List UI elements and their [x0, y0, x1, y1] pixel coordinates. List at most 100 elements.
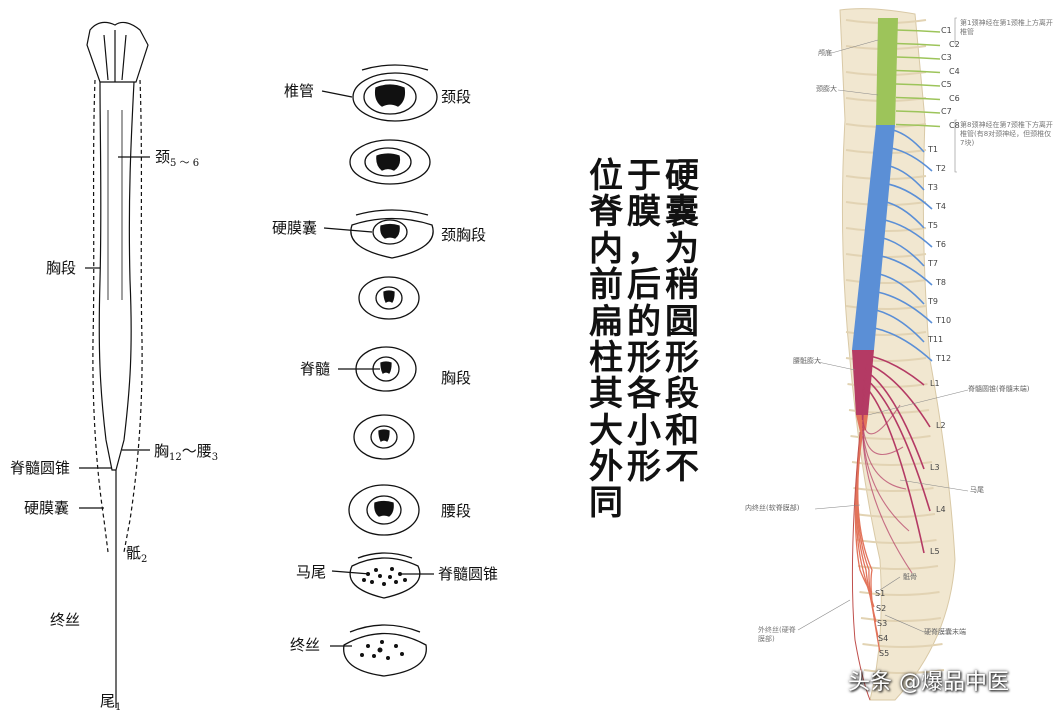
sacral-S4-label: S4	[878, 634, 889, 643]
thoracic-T3-nerve	[889, 165, 925, 191]
cervical-C6-label: C6	[949, 93, 960, 103]
lumbar-L5-label: L5	[930, 547, 940, 556]
lumbar-root	[861, 375, 907, 490]
vertebra-band	[863, 669, 945, 674]
cauda-right-label: 马尾	[970, 486, 984, 494]
conus-section-label: 脊髓圆锥	[438, 565, 499, 583]
leader-line	[837, 89, 879, 96]
lumbar-L3-nerve	[865, 370, 925, 470]
lumbosacral-enlargement-label: 腰骶膨大	[793, 357, 821, 365]
lumbar-L4-label: L4	[936, 505, 946, 514]
sacral-S3-label: S3	[877, 619, 888, 628]
lumbar-section-label: 腰段	[441, 502, 472, 520]
neck-label: 颈5 ～ 6	[155, 148, 200, 169]
thoracic-T4-label: T4	[936, 202, 946, 211]
thoracic-T5-label: T5	[928, 221, 938, 230]
cervical-C5-label: C5	[941, 80, 952, 89]
thoracic-T10-nerve	[877, 291, 933, 324]
coccyx-label: 尾1	[100, 692, 122, 713]
thoracic-T8-nerve	[880, 255, 933, 286]
dural-sac-end-label: 硬脊膜囊末端	[924, 628, 966, 636]
coccyx-right-label: 尾骨	[872, 673, 886, 681]
lumbar-L2-nerve	[865, 362, 931, 428]
thoracic-T11-nerve	[875, 309, 925, 343]
thoracic-T12-label: T12	[936, 354, 952, 363]
cervical-C8-nerve	[895, 123, 941, 128]
thoracic-label: 胸段	[46, 259, 77, 277]
cervical-C4-nerve	[895, 69, 941, 74]
thoracic-T2-label: T2	[936, 164, 946, 173]
cauda-section-label: 马尾	[296, 563, 327, 581]
sacral-label: 骶2	[126, 544, 148, 565]
lumbar-root	[862, 383, 910, 532]
thoracic-T10-label: T10	[936, 316, 952, 325]
description-text: 位脊内前扁柱其大外同 于膜，后的形各小形 硬囊为稍圆形段和不	[584, 158, 704, 618]
skull-base-label: 颅底	[818, 49, 832, 57]
cervical-C3-label: C3	[941, 53, 952, 62]
lumbar-L5-nerve	[865, 386, 925, 554]
filum-section-label: 终丝	[290, 636, 321, 654]
cervical-C2-nerve	[895, 42, 941, 47]
cervical-cord-segment	[876, 18, 898, 125]
thoracic-T3-label: T3	[928, 183, 938, 192]
cervical-C8-label: C8	[949, 120, 960, 130]
c1-note: 第1颈神经在第1颈椎上方离开椎管	[960, 19, 1053, 36]
filum-external-label: 外终丝(硬脊膜部)	[758, 626, 796, 643]
lumbar-L1-nerve	[865, 354, 925, 386]
cervical-C3-nerve	[895, 56, 941, 60]
thoracic-T7-nerve	[882, 237, 925, 267]
lumbar-L4-nerve	[865, 378, 931, 512]
thoracic-T1-nerve	[892, 129, 925, 153]
thoracic-T6-label: T6	[936, 240, 946, 249]
lumbar-root	[861, 359, 901, 435]
filum-terminale	[851, 431, 871, 701]
leader-line	[797, 599, 851, 631]
cervicothoracic-label: 颈胸段	[441, 226, 487, 244]
cervical-C4-label: C4	[949, 66, 960, 76]
leader-line	[884, 614, 925, 633]
cervical-C1-label: C1	[941, 26, 952, 35]
vertebra-band	[845, 305, 927, 310]
vertebra-band	[856, 539, 937, 544]
cervical-enlargement-label: 颈膨大	[816, 85, 837, 93]
sacral-S2-label: S2	[876, 604, 887, 613]
thoracic-section-label: 胸段	[441, 369, 472, 387]
thoracic-T12-nerve	[874, 327, 933, 362]
vertebra-band	[845, 227, 927, 232]
sacral-S1-label: S1	[875, 589, 886, 598]
thoracic-T1-label: T1	[928, 145, 938, 154]
description-column-2: 于膜，后的形各小形	[627, 156, 661, 487]
thoracic-T2-nerve	[891, 147, 933, 172]
vertebral-column	[839, 8, 956, 701]
lumbar-root	[862, 391, 913, 574]
description-column-3: 位脊内前扁柱其大外同	[589, 156, 623, 524]
cervical-C7-label: C7	[941, 107, 952, 116]
cervical-C5-nerve	[895, 83, 941, 87]
leader-line	[817, 361, 856, 371]
thoracic-T9-label: T9	[928, 297, 938, 306]
lumbar-L3-label: L3	[930, 463, 940, 472]
leader-line	[879, 576, 901, 591]
note-bracket	[954, 17, 957, 45]
vertebra-band	[845, 331, 927, 336]
canal-label: 椎管	[284, 82, 315, 100]
leader-line	[867, 389, 969, 416]
watermark: 头条 @爆品中医	[848, 670, 1009, 695]
thoracic-T8-label: T8	[936, 278, 946, 287]
cervical-C6-nerve	[895, 96, 941, 101]
cervical-C7-nerve	[895, 110, 941, 114]
thoracic-T4-nerve	[887, 183, 933, 210]
leader-line	[814, 504, 861, 510]
cervical-C1-nerve	[895, 29, 941, 33]
sacral-S5-label: S5	[879, 649, 890, 658]
conus-label: 脊髓圆锥	[10, 459, 71, 477]
thoracic-T6-nerve	[884, 219, 933, 248]
conus-end-label: 脊髓圆锥(脊髓末端)	[968, 385, 1030, 393]
thoracic-T5-nerve	[885, 201, 925, 229]
lumbar-L2-label: L2	[936, 421, 946, 430]
cord-label: 脊髓	[300, 360, 331, 378]
sacrum-label: 骶骨	[903, 573, 917, 581]
dural-sac-section-label: 硬膜囊	[272, 219, 318, 237]
filum-label: 终丝	[50, 611, 81, 629]
description-column-1: 硬囊为稍圆形段和不	[665, 156, 699, 487]
